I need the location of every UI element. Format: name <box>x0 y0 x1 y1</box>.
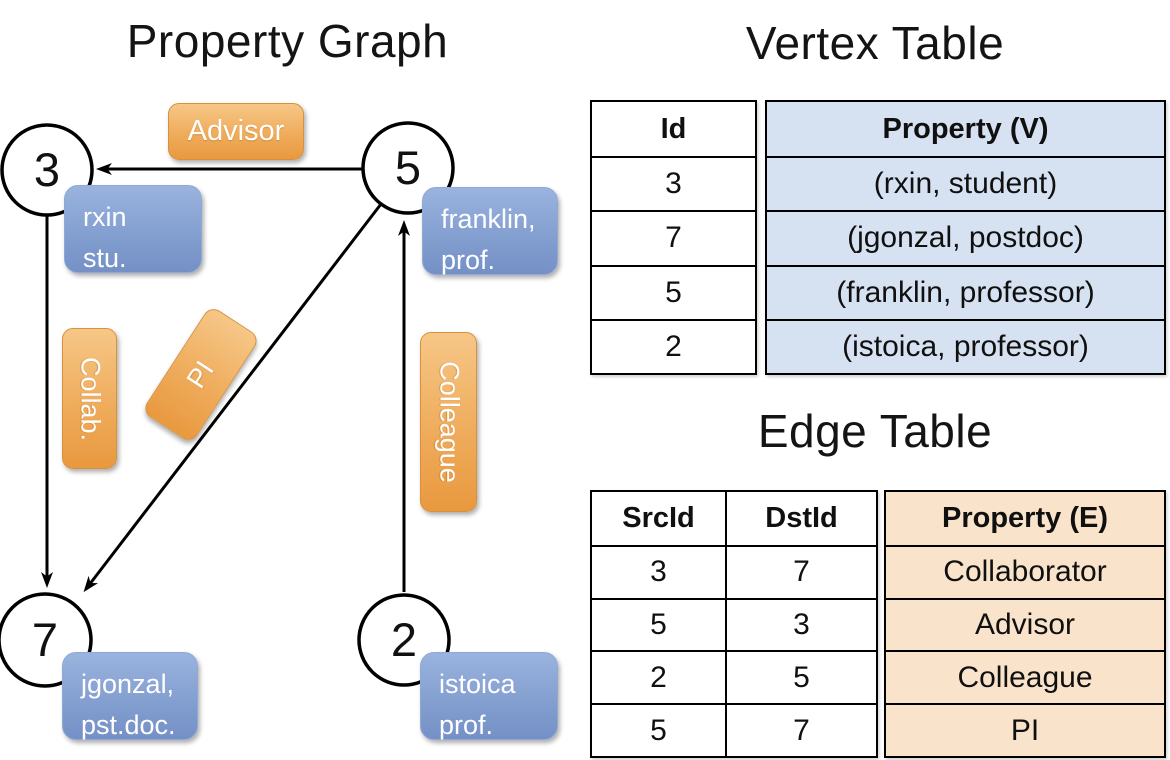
graph-canvas: 3 5 7 2 <box>0 121 455 688</box>
vertex-property-cell: (franklin, professor) <box>767 264 1164 319</box>
vertex-id-cell: 2 <box>592 318 755 373</box>
property-graph-title: Property Graph <box>126 15 449 67</box>
edge-property-cell: PI <box>886 703 1164 756</box>
edge-dst-cell: 3 <box>727 597 876 651</box>
node-5-property-line1: franklin, <box>441 204 536 234</box>
vertex-table-property-column: Property (V) (rxin, student) (jgonzal, p… <box>765 100 1166 375</box>
vertex-table-header-id: Id <box>660 112 687 145</box>
node-5-property-box: franklin, prof. <box>422 187 558 275</box>
edge-label-collab-text: Collab. <box>75 356 105 441</box>
edge-src-cell: 5 <box>592 703 725 756</box>
vertex-table-id-column: Id 3 7 5 2 <box>590 100 757 375</box>
edge-label-advisor-text: Advisor <box>187 115 285 147</box>
edge-label-colleague: Colleague <box>420 332 477 512</box>
vertex-id-cell: 7 <box>592 210 755 264</box>
edge-dst-cell: 5 <box>727 650 876 703</box>
edge-arrow-5-to-7 <box>83 203 383 593</box>
edge-table-header-dstid: DstId <box>765 501 838 534</box>
node-3-property-line2: stu. <box>83 243 127 274</box>
edge-property-cell: Collaborator <box>886 544 1164 598</box>
node-3-id: 3 <box>34 143 60 196</box>
edge-table-header-srcid: SrcId <box>622 501 695 534</box>
vertex-property-cell: (rxin, student) <box>767 156 1164 211</box>
edge-table-dst-column: DstId 7 3 5 7 <box>725 492 876 756</box>
vertex-id-cell: 5 <box>592 264 755 319</box>
node-5-id: 5 <box>395 141 421 194</box>
node-7-property-line1: jgonzal, <box>81 669 175 699</box>
edge-label-advisor: Advisor <box>168 103 304 160</box>
vertex-id-cell: 3 <box>592 156 755 210</box>
node-7-id: 7 <box>32 613 58 666</box>
edge-property-cell: Advisor <box>886 597 1164 651</box>
vertex-table-title: Vertex Table <box>745 17 1005 69</box>
edge-src-cell: 5 <box>592 597 725 651</box>
edge-table-title: Edge Table <box>757 405 993 457</box>
vertex-property-cell: (istoica, professor) <box>767 318 1164 373</box>
node-2-id: 2 <box>391 613 417 666</box>
node-7-property-box: jgonzal, pst.doc. <box>62 652 198 740</box>
node-5-property-line2: prof. <box>441 245 496 276</box>
node-3-property-line1: rxin <box>83 202 127 232</box>
vertex-property-cell: (jgonzal, postdoc) <box>767 210 1164 265</box>
edge-src-cell: 2 <box>592 650 725 703</box>
edge-table-property-column: Property (E) Collaborator Advisor Collea… <box>884 490 1166 758</box>
edge-label-colleague-text: Colleague <box>434 361 464 483</box>
edge-table-header-property: Property (E) <box>886 492 1164 545</box>
node-2-property-line2: prof. <box>439 710 494 741</box>
edge-label-pi-text: PI <box>181 355 221 394</box>
node-2-property-box: istoica prof. <box>420 652 558 740</box>
node-7-property-line2: pst.doc. <box>81 710 176 741</box>
edge-src-cell: 3 <box>592 544 725 598</box>
edge-dst-cell: 7 <box>727 703 876 756</box>
node-3-property-box: rxin stu. <box>64 185 202 273</box>
edge-property-cell: Colleague <box>886 650 1164 704</box>
edge-table-src-column: SrcId 3 5 2 5 <box>592 492 725 756</box>
edge-label-collab: Collab. <box>62 328 117 469</box>
edge-dst-cell: 7 <box>727 544 876 598</box>
edge-table-id-columns: SrcId 3 5 2 5 DstId 7 3 5 7 <box>590 490 878 758</box>
vertex-table-header-property: Property (V) <box>767 102 1164 157</box>
node-2-property-line1: istoica <box>439 669 516 699</box>
